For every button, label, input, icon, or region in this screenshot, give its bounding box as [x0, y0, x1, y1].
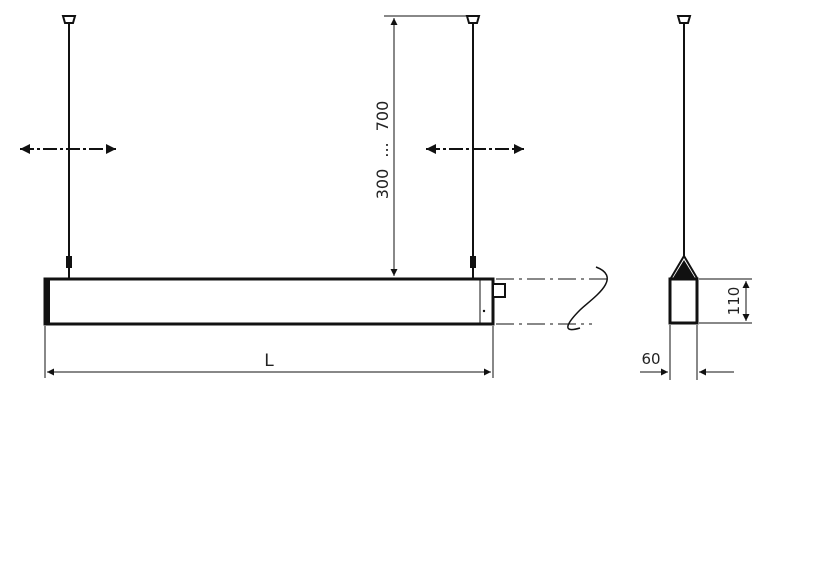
hanging-height-min: 300 [373, 169, 392, 200]
hanging-height-dimension: 300 ... 700 [373, 15, 470, 276]
length-label: L [264, 351, 274, 371]
luminaire-body-side [668, 277, 699, 325]
right-suspension-wire [465, 15, 481, 278]
side-ceiling-anchor [676, 15, 692, 24]
height-dimension: 110 [699, 278, 752, 324]
width-label: 60 [641, 350, 660, 368]
right-ceiling-anchor [465, 15, 481, 24]
continuation-break-lines [496, 266, 612, 331]
hanging-height-max: 700 [373, 101, 392, 132]
width-dimension: 60 [640, 325, 734, 380]
left-ceiling-anchor [61, 15, 77, 24]
height-label: 110 [725, 287, 743, 316]
hanging-height-label: 300 ... 700 [373, 101, 392, 200]
hanging-height-separator: ... [373, 142, 392, 157]
break-curve [567, 266, 608, 331]
left-suspension-wire [61, 15, 77, 278]
side-suspension-wire [670, 15, 698, 279]
length-dimension: L [44, 326, 494, 378]
cable-entry [492, 283, 506, 298]
luminaire-body-front [43, 277, 506, 326]
side-wire-fork [670, 255, 698, 279]
